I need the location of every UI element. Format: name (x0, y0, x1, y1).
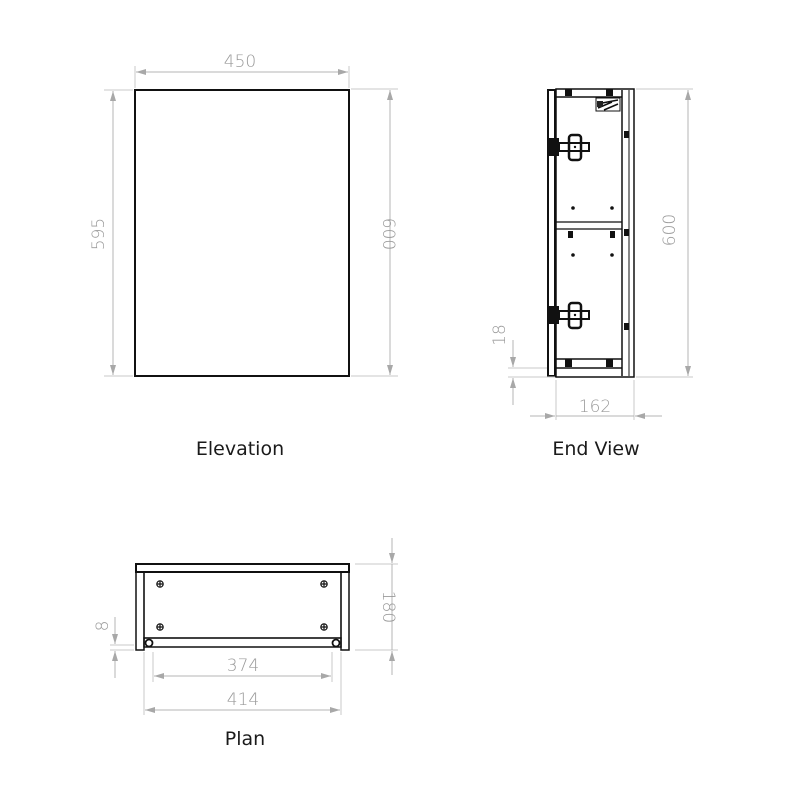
hinge-top-icon (549, 133, 590, 162)
screw-icons (156, 580, 328, 631)
plan-door (135, 563, 350, 573)
back-pin-1 (624, 131, 629, 138)
end-view-title: End View (552, 438, 639, 460)
bottom-block-right (606, 359, 613, 367)
dim-plan-outer-width: 414 (227, 690, 259, 710)
dim-plan-height: 180 (378, 591, 398, 623)
elevation-view: 450 595 600 (89, 52, 398, 377)
dim-end-offset: 18 (490, 324, 510, 346)
bottom-block-left (565, 359, 572, 367)
dim-end-depth: 162 (579, 397, 611, 417)
dim-plan-inner-width: 374 (227, 656, 259, 676)
back-pin-3 (624, 323, 629, 330)
hinge-bottom-icon (549, 301, 590, 330)
plan-title: Plan (225, 728, 265, 750)
elevation-title: Elevation (196, 438, 284, 460)
top-block-right (606, 89, 613, 96)
door-panel (547, 89, 556, 377)
top-block-left (565, 89, 572, 96)
dim-end-height: 600 (660, 214, 680, 246)
dim-plan-offset: 8 (93, 621, 113, 632)
carcass-outline (555, 88, 635, 378)
back-pin-2 (624, 229, 629, 236)
dim-elevation-width: 450 (224, 52, 256, 72)
plan-view: 180 8 374 414 (93, 538, 398, 715)
dim-elevation-height-left: 595 (89, 218, 109, 250)
mounting-bracket-icon (595, 97, 621, 112)
dim-elevation-height-right: 600 (378, 218, 398, 250)
plan-back-panel (143, 571, 342, 639)
elevation-door-outline (134, 89, 350, 377)
end-view: 600 18 162 (490, 88, 693, 420)
